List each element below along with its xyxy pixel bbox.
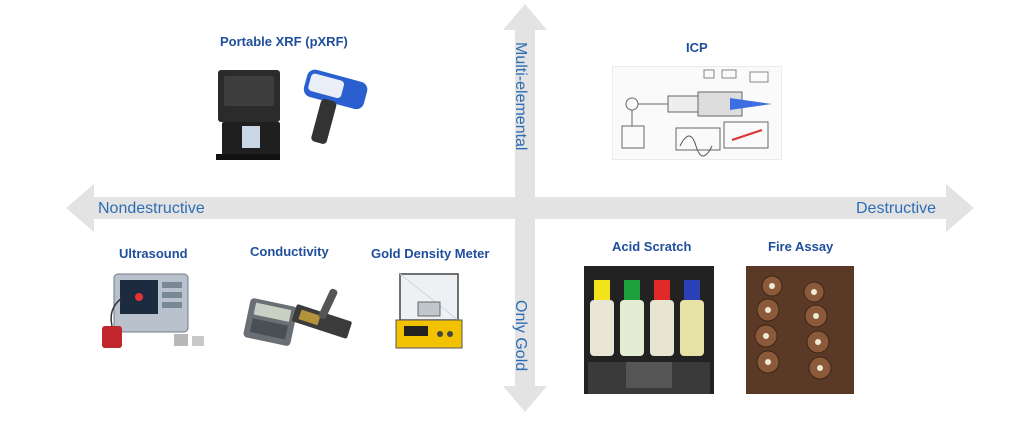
gold-density-meter-image xyxy=(395,273,463,349)
conductivity-device-image xyxy=(243,288,352,346)
axis-label-only-gold: Only Gold xyxy=(512,300,529,372)
ultrasound-device-image xyxy=(102,273,204,348)
fire-assay-image xyxy=(746,266,854,394)
title-fire-assay: Fire Assay xyxy=(768,239,834,254)
axis-label-destructive: Destructive xyxy=(856,200,937,217)
acid-scratch-kit-image xyxy=(584,266,714,394)
vertical-axis-arrow xyxy=(503,4,547,412)
title-ultrasound: Ultrasound xyxy=(119,246,188,261)
title-gold-density-meter: Gold Density Meter xyxy=(371,246,490,261)
title-pxrf: Portable XRF (pXRF) xyxy=(220,34,348,49)
axis-label-nondestructive: Nondestructive xyxy=(98,200,205,217)
title-icp: ICP xyxy=(686,40,708,55)
axis-label-multi-elemental: Multi-elemental xyxy=(512,42,529,151)
title-acid-scratch: Acid Scratch xyxy=(612,239,692,254)
pxrf-devices-image xyxy=(216,69,368,160)
icp-schematic-image xyxy=(612,66,782,160)
title-conductivity: Conductivity xyxy=(250,244,329,259)
